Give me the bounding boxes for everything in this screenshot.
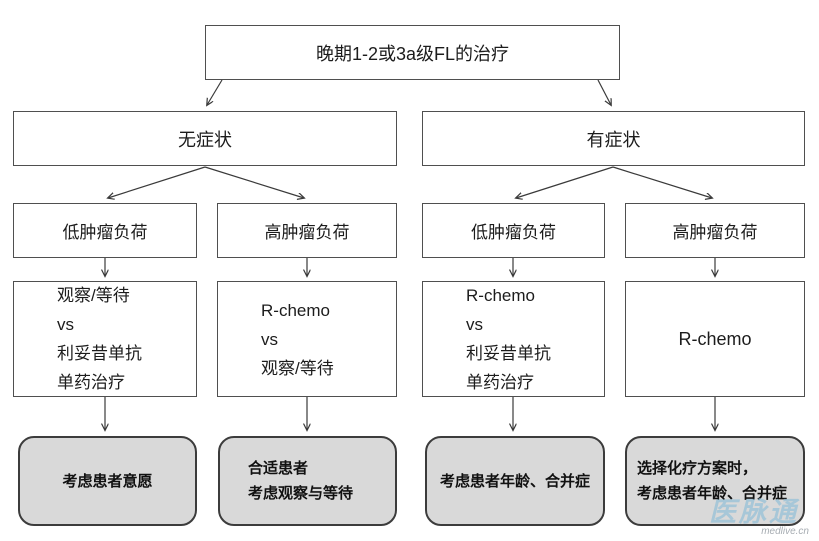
medlive-domain-text: medlive.cn [761,526,809,537]
node-treatment-rchemo-vs-rituximab: R-chemo vs 利妥昔单抗 单药治疗 [422,281,605,397]
node-symptomatic: 有症状 [422,111,805,166]
node-low-tumor-burden-symptomatic: 低肿瘤负荷 [422,203,605,258]
node-high-tumor-burden-symptomatic: 高肿瘤负荷 [625,203,805,258]
root-node-fl-treatment: 晚期1-2或3a级FL的治疗 [205,25,620,80]
note-consider-age-comorbidity: 考虑患者年龄、合并症 [425,436,605,526]
note-chemo-choice-age-comorbidity: 选择化疗方案时， 考虑患者年龄、合并症 [625,436,805,526]
note-suitable-patients-watch-wait: 合适患者 考虑观察与等待 [218,436,397,526]
node-asymptomatic: 无症状 [13,111,397,166]
node-treatment-rchemo: R-chemo [625,281,805,397]
node-treatment-rchemo-vs-watch: R-chemo vs 观察/等待 [217,281,397,397]
node-low-tumor-burden-asymptomatic: 低肿瘤负荷 [13,203,197,258]
node-treatment-watch-vs-rituximab: 观察/等待 vs 利妥昔单抗 单药治疗 [13,281,197,397]
node-high-tumor-burden-asymptomatic: 高肿瘤负荷 [217,203,397,258]
note-consider-patient-wishes: 考虑患者意愿 [18,436,197,526]
